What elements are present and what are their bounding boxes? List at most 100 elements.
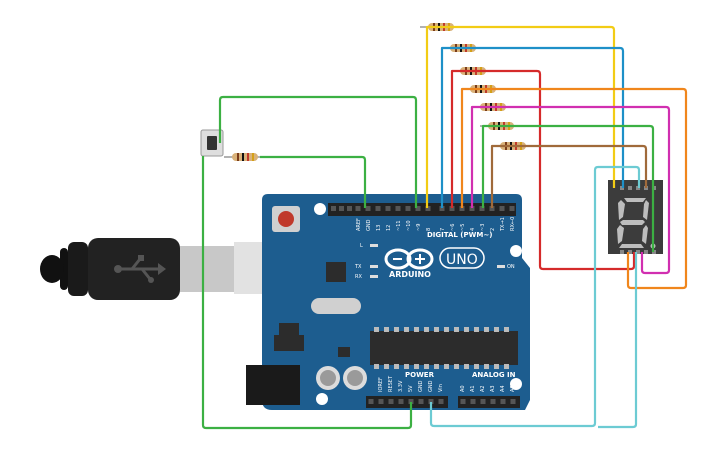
digital-pin-label: TX→1 — [500, 217, 506, 232]
analog-pin-label: A5 — [510, 385, 516, 392]
digital-pin[interactable] — [509, 206, 515, 211]
led-on — [497, 265, 505, 268]
power-pin[interactable] — [418, 399, 424, 404]
digital-pin[interactable] — [405, 206, 411, 211]
digital-pin[interactable] — [355, 206, 361, 211]
power-pin-label: GND — [428, 380, 434, 392]
digit-segments — [617, 198, 656, 249]
digital-pin-label: 4 — [470, 228, 476, 231]
power-pin[interactable] — [438, 399, 444, 404]
analog-pin-label: A1 — [470, 385, 476, 392]
display-pin[interactable] — [644, 250, 648, 254]
wire-green-resistor-to-gnd[interactable] — [260, 155, 367, 208]
analog-pin-label: A4 — [500, 385, 506, 392]
wires — [201, 25, 688, 430]
analog-pin[interactable] — [500, 399, 506, 404]
digital-pin[interactable] — [479, 206, 485, 211]
digital-pin-label: ~6 — [450, 224, 456, 231]
power-jack[interactable] — [246, 365, 300, 405]
power-pin[interactable] — [378, 399, 384, 404]
digital-pin[interactable] — [499, 206, 505, 211]
bottom-pin-holes — [368, 399, 516, 404]
power-pin-label: 3.3V — [398, 380, 404, 392]
pushbutton[interactable] — [200, 129, 224, 157]
seven-segment-display[interactable] — [608, 180, 663, 254]
resistors — [224, 23, 534, 161]
wire-red-pin5[interactable] — [450, 69, 636, 271]
digital-pin[interactable] — [489, 206, 495, 211]
wire-cyan-gnd-common[interactable] — [429, 165, 641, 428]
wire-green-button-to-5v[interactable] — [201, 156, 413, 430]
digital-pin-label: ~5 — [460, 224, 466, 231]
digital-pin-label: 13 — [376, 225, 382, 231]
wire-orange-pin4[interactable] — [460, 87, 688, 290]
display-pin[interactable] — [628, 250, 632, 254]
power-pin[interactable] — [368, 399, 374, 404]
digital-pin[interactable] — [365, 206, 371, 211]
wire-magenta-pin3[interactable] — [470, 105, 671, 275]
digital-pin[interactable] — [395, 206, 401, 211]
wire-cyan-common-2[interactable] — [598, 252, 638, 429]
power-pin-label: RESET — [388, 375, 394, 392]
power-pin-label: IOREF — [378, 377, 384, 392]
power-pin[interactable] — [398, 399, 404, 404]
led-rx-label: RX — [355, 274, 362, 280]
power-pin[interactable] — [408, 399, 414, 404]
analog-pin[interactable] — [460, 399, 466, 404]
display-pin[interactable] — [628, 186, 632, 190]
analog-pin[interactable] — [480, 399, 486, 404]
led-l — [370, 244, 378, 247]
digital-pin-label: GND — [366, 219, 372, 231]
analog-pin[interactable] — [510, 399, 516, 404]
analog-pin-label: A3 — [490, 385, 496, 392]
power-pin-label: GND — [418, 380, 424, 392]
digital-pin-label: 2 — [490, 228, 496, 231]
crystal — [311, 298, 361, 314]
digital-pin[interactable] — [469, 206, 475, 211]
digital-pin-label: 12 — [386, 225, 392, 231]
digital-pin-label: AREF — [356, 218, 362, 231]
digital-pin[interactable] — [339, 206, 344, 211]
led-tx-label: TX — [354, 264, 362, 270]
arduino-logo-icon — [384, 248, 434, 270]
digital-pin-label: RX←0 — [510, 217, 516, 231]
digital-header-label: DIGITAL (PWM~) — [427, 231, 492, 239]
regulator — [279, 323, 299, 335]
display-pin[interactable] — [636, 250, 640, 254]
power-pin[interactable] — [428, 399, 434, 404]
digital-pin[interactable] — [347, 206, 352, 211]
digital-pin[interactable] — [425, 206, 431, 211]
analog-pin[interactable] — [470, 399, 476, 404]
digital-pin-label: ~9 — [416, 224, 422, 231]
analog-pin[interactable] — [490, 399, 496, 404]
digital-pin-label: ~11 — [396, 220, 402, 231]
wire-green-button-to-pin8[interactable] — [218, 95, 418, 208]
digital-pin[interactable] — [415, 206, 421, 211]
wire-yellow-pin7[interactable] — [425, 25, 616, 208]
wire-brown-pin1[interactable] — [490, 144, 648, 208]
led-rx — [370, 275, 378, 278]
power-pin-label: Vin — [438, 384, 444, 392]
wire-blue-pin6[interactable] — [440, 46, 625, 208]
reset-button[interactable] — [272, 206, 300, 232]
digital-pin-label: ~10 — [406, 220, 412, 231]
power-header-label: POWER — [405, 371, 435, 379]
atmega-chip — [370, 331, 518, 365]
digital-pin[interactable] — [385, 206, 391, 211]
led-on-label: ON — [507, 264, 515, 270]
usb-chip — [326, 262, 346, 282]
digital-pin[interactable] — [449, 206, 455, 211]
digital-pin[interactable] — [439, 206, 445, 211]
display-pin[interactable] — [620, 250, 624, 254]
model-badge — [439, 247, 485, 269]
wire-green-pin2[interactable] — [481, 124, 655, 252]
resistor[interactable] — [224, 153, 266, 161]
usb-cable[interactable] — [40, 238, 300, 300]
digital-pin[interactable] — [331, 206, 336, 211]
digital-pin-label: 7 — [440, 228, 446, 231]
digital-pin[interactable] — [375, 206, 381, 211]
analog-pin-label: A2 — [480, 385, 486, 392]
digital-pin[interactable] — [459, 206, 465, 211]
power-pin[interactable] — [388, 399, 394, 404]
